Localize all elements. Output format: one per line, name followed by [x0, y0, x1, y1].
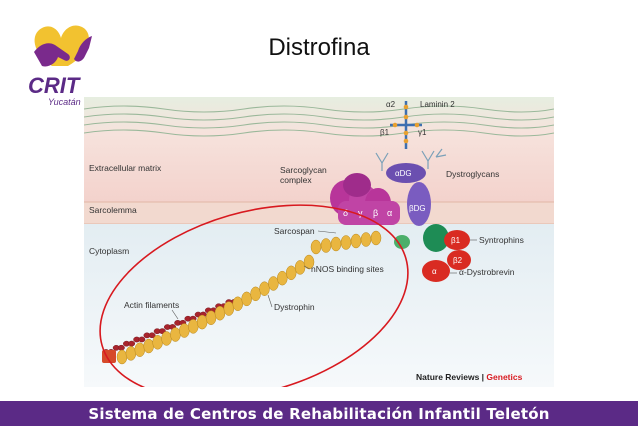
dystrophin-bead: [294, 260, 306, 275]
dystrophin-bead: [134, 342, 146, 357]
actin-bead: [128, 340, 136, 347]
dystrophin-bead: [303, 254, 315, 270]
dystrophin-bead: [170, 327, 181, 342]
glycan-branches: [375, 148, 447, 171]
sarcolemma-band: [84, 202, 554, 224]
actin-bead: [117, 344, 125, 351]
highlight-circle: [99, 204, 409, 387]
label-sg-beta: β: [373, 208, 378, 218]
label-beta1-syn: β1: [451, 236, 461, 245]
dystrophin-bead: [330, 236, 342, 252]
label-gamma1: γ1: [418, 128, 427, 137]
dystrophin-bead: [223, 301, 235, 316]
logo-text: CRIT: [28, 73, 81, 98]
dystrophin-bead: [116, 349, 128, 365]
dystrophin-bead: [152, 335, 163, 350]
dystrophin-bead: [268, 276, 279, 291]
dystrophin-bead: [196, 314, 208, 330]
dystroglycan-shapes: [386, 163, 431, 226]
dystrophin-bead: [259, 281, 270, 296]
label-bdg: βDG: [409, 204, 426, 213]
crit-logo: CRIT Yucatán: [28, 25, 92, 107]
dystrophin-bead: [320, 238, 332, 253]
actin-bead: [148, 332, 156, 339]
label-laminin: Laminin 2: [420, 100, 455, 109]
dystrophin-bead: [370, 230, 382, 246]
dystrophin-diagram: Extracellular matrix Sarcolemma Cytoplas…: [84, 97, 554, 387]
syntrophin-shapes: [394, 224, 471, 282]
dystrophin-bead: [205, 310, 217, 325]
footer-bar: [0, 401, 638, 426]
dystrophin-bead: [161, 331, 172, 346]
slide-title: Distrofina: [268, 34, 370, 61]
sarcoglycan-complex-shapes: [330, 173, 400, 225]
label-delta: δ: [343, 208, 348, 218]
label-sarcoglycan-line1: Sarcoglycan: [280, 165, 327, 175]
dystrophin-bead: [214, 305, 226, 321]
dystrophin-bead: [340, 235, 352, 250]
logo-subtext: Yucatán: [48, 97, 81, 107]
label-sarcoglycan: Sarcoglycan complex: [280, 165, 329, 185]
dystrophin-bead: [310, 239, 322, 255]
dystrophin-bead: [285, 265, 297, 281]
label-beta2-syn: β2: [453, 256, 463, 265]
hand-icon-2: [74, 36, 92, 62]
actin-bead: [138, 336, 146, 343]
dystrophin-bead: [360, 232, 372, 247]
dystrophin-bead: [143, 338, 154, 354]
dystrophin-bead: [250, 286, 261, 302]
dystrophin-bead: [187, 319, 199, 334]
label-dystrobrevin: α-Dystrobrevin: [459, 267, 515, 277]
label-extracellular: Extracellular matrix: [89, 163, 162, 173]
label-sg-gamma: γ: [358, 208, 363, 218]
dystrophin-bead: [232, 296, 244, 312]
label-dystrophin: Dystrophin: [274, 302, 315, 312]
figure-credit: Nature Reviews | Genetics: [416, 372, 523, 382]
dystrophin-chain: [116, 230, 382, 365]
dystrophin-bead: [350, 233, 362, 249]
label-syntrophins: Syntrophins: [479, 235, 524, 245]
label-adg: αDG: [395, 169, 412, 178]
hand-icon: [34, 43, 70, 67]
label-alpha2: α2: [386, 100, 396, 109]
laminin-2: [390, 101, 422, 149]
dystrophin-bead: [125, 346, 137, 361]
label-beta1: β1: [380, 128, 390, 137]
footer-text: Sistema de Centros de Rehabilitación Inf…: [88, 405, 550, 423]
label-sarcolemma: Sarcolemma: [89, 205, 137, 215]
label-sarcospan: Sarcospan: [274, 226, 315, 236]
label-cytoplasm: Cytoplasm: [89, 246, 129, 256]
label-actin: Actin filaments: [124, 300, 179, 310]
label-nnos: nNOS binding sites: [311, 264, 384, 274]
credit-prefix: Nature Reviews |: [416, 372, 486, 382]
dystrophin-bead: [277, 270, 288, 286]
label-sg-alpha: α: [387, 208, 392, 218]
credit-journal: Genetics: [486, 372, 522, 382]
label-alpha-syn: α: [432, 267, 437, 276]
laminin-fibers: [84, 105, 554, 137]
dystrophin-bead: [179, 323, 190, 338]
label-dystroglycans: Dystroglycans: [446, 169, 499, 179]
dystrophin-bead: [241, 291, 252, 307]
label-sarcoglycan-line2: complex: [280, 175, 312, 185]
extracellular-region: [84, 97, 554, 202]
